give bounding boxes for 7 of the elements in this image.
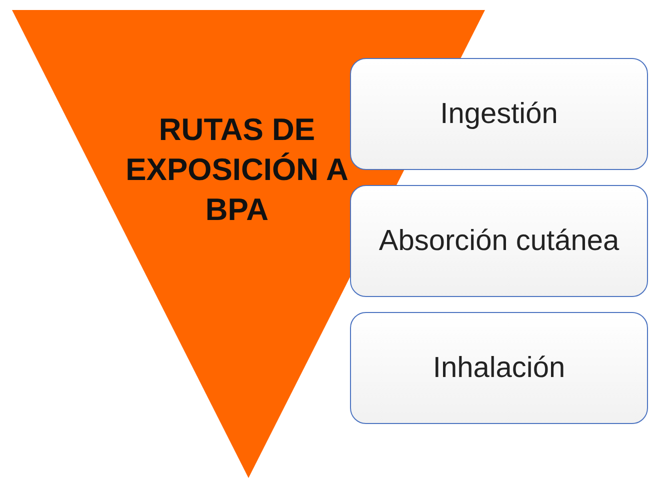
route-box	[350, 58, 648, 170]
route-label: Inhalación	[432, 352, 566, 384]
route-box	[350, 185, 648, 297]
triangle-title: RUTAS DE EXPOSICIÓN A BPA	[124, 111, 350, 229]
route-label: Absorción cutánea	[378, 224, 620, 258]
route-label: Ingestión	[440, 98, 558, 130]
route-box	[350, 312, 648, 424]
